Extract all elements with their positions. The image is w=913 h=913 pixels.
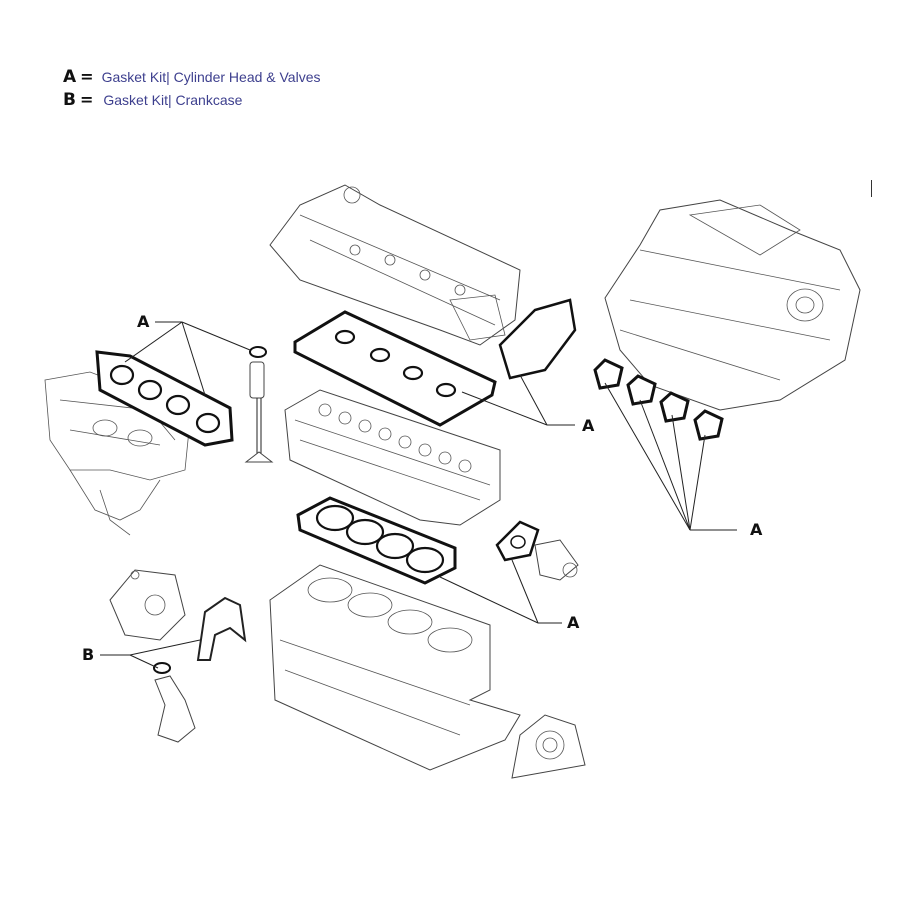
legend-text-a: Gasket Kit| Cylinder Head & Valves	[101, 69, 321, 85]
legend-text-b: Gasket Kit| Crankcase	[103, 92, 243, 108]
legend-equals: =	[79, 90, 94, 109]
valve-cover-gasket	[293, 310, 497, 427]
legend-key-a: A	[63, 67, 77, 87]
exhaust-manifold-gasket	[95, 350, 234, 447]
oil-pickup	[153, 662, 196, 743]
cylinder-head	[284, 389, 501, 526]
rear-main-seal-carrier	[511, 714, 586, 779]
callout-a-valves: A	[137, 312, 150, 331]
legend-entry-b: B = Gasket Kit| Crankcase	[63, 90, 242, 110]
head-gasket	[296, 496, 457, 585]
valve-cover	[269, 184, 521, 346]
timing-cover-gasket	[498, 298, 577, 380]
legend-key-b: B	[63, 90, 76, 110]
intake-manifold-gaskets	[593, 358, 724, 441]
cylinder-block	[269, 564, 521, 771]
engine-valve	[244, 346, 274, 463]
callout-a-head: A	[582, 416, 595, 435]
legend-equals: =	[80, 67, 94, 86]
oil-pump	[109, 569, 186, 641]
callout-a-intake: A	[750, 520, 763, 539]
callout-b-sump: B	[82, 645, 94, 664]
legend-entry-a: A = Gasket Kit| Cylinder Head & Valves	[63, 67, 321, 87]
front-cover-gasket	[196, 596, 247, 661]
leader-lines	[100, 321, 737, 669]
callout-a-block: A	[567, 613, 580, 632]
thermostat-housing	[495, 520, 579, 581]
exhaust-manifold	[44, 371, 191, 536]
text-cursor-mark	[871, 180, 872, 197]
